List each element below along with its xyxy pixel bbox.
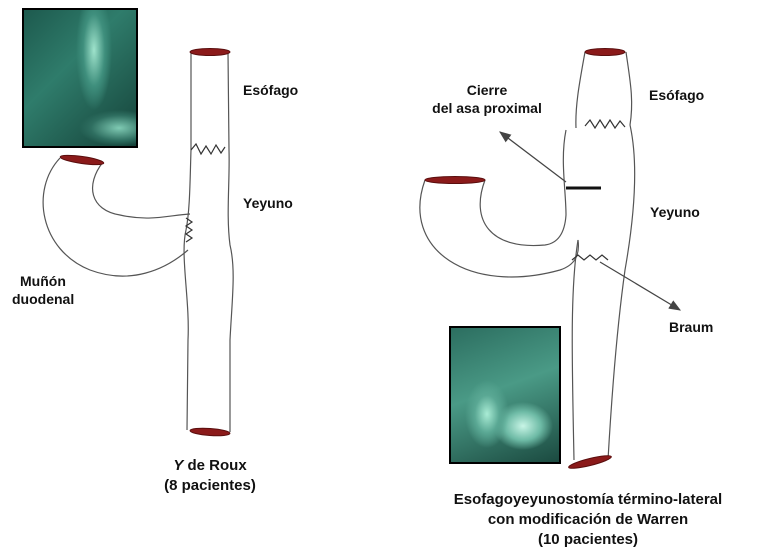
roux-staples bbox=[60, 49, 230, 437]
caption-warren: Esofagoyeyunostomía término-lateral con … bbox=[410, 490, 766, 550]
braum-arrow bbox=[600, 262, 680, 310]
caption-warren-line3: (10 pacientes) bbox=[410, 530, 766, 550]
label-yeyuno-left: Yeyuno bbox=[243, 194, 293, 212]
warren-jejunum-left bbox=[563, 130, 578, 460]
roux-staple-bottom bbox=[190, 427, 230, 437]
caption-warren-line2: con modificación de Warren bbox=[410, 510, 766, 530]
label-munon-line2: duodenal bbox=[12, 290, 74, 308]
label-esofago-right: Esófago bbox=[649, 86, 704, 104]
cierre-arrow bbox=[500, 132, 566, 182]
label-cierre-line2: del asa proximal bbox=[412, 99, 562, 117]
warren-loop-inner bbox=[480, 180, 566, 246]
roux-jejunum-right-wall bbox=[228, 52, 233, 432]
warren-jejunum-right bbox=[608, 125, 635, 460]
warren-braun-suture bbox=[572, 255, 608, 260]
label-braum: Braum bbox=[669, 318, 713, 336]
warren-staple-top bbox=[585, 49, 625, 56]
roux-duodenal-inner bbox=[93, 162, 190, 218]
label-munon-duodenal: Muñón duodenal bbox=[12, 272, 74, 308]
caption-roux-line2: (8 pacientes) bbox=[140, 476, 280, 496]
caption-roux-y: Y bbox=[173, 457, 183, 474]
caption-roux-rest: de Roux bbox=[183, 457, 246, 474]
label-yeyuno-right: Yeyuno bbox=[650, 203, 700, 221]
warren-loop-outer bbox=[420, 180, 579, 277]
caption-roux-line1: Y de Roux bbox=[140, 456, 280, 476]
label-esofago-left: Esófago bbox=[243, 81, 298, 99]
roux-diagram bbox=[43, 52, 233, 432]
warren-staple-loop bbox=[425, 177, 485, 184]
warren-esophagus-right bbox=[626, 52, 632, 125]
roux-suture-line bbox=[191, 144, 225, 154]
label-cierre: Cierre del asa proximal bbox=[412, 81, 562, 117]
warren-ej-suture bbox=[585, 120, 625, 128]
label-cierre-line1: Cierre bbox=[412, 81, 562, 99]
caption-warren-line1: Esofagoyeyunostomía término-lateral bbox=[410, 490, 766, 510]
warren-esophagus-left bbox=[576, 52, 585, 128]
roux-staple-top bbox=[190, 49, 230, 56]
caption-roux: Y de Roux (8 pacientes) bbox=[140, 456, 280, 496]
label-munon-line1: Muñón bbox=[12, 272, 74, 290]
roux-staple-stump bbox=[60, 153, 105, 166]
